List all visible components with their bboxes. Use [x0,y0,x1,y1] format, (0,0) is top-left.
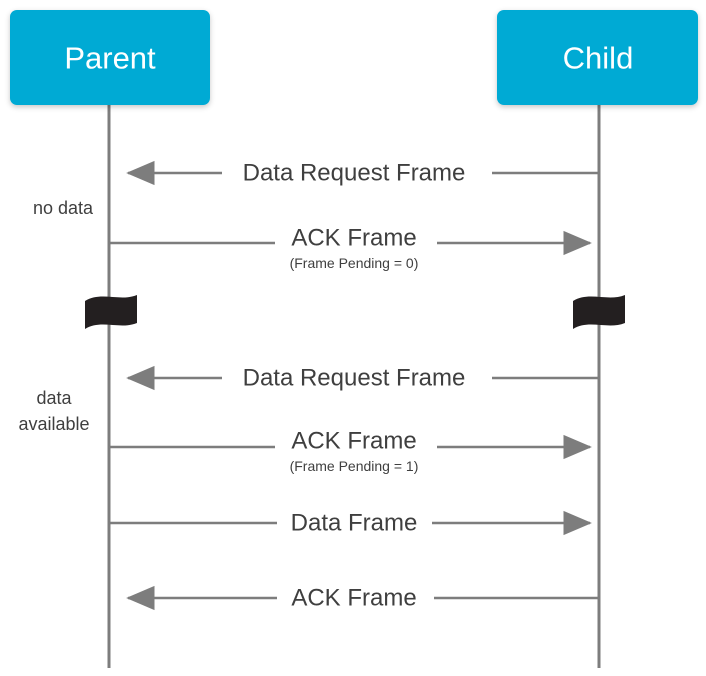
flag-break-icon [85,295,137,329]
actor-child[interactable]: Child [497,10,698,105]
message-5[interactable]: Data Frame [109,510,592,537]
message-4-sublabel: (Frame Pending = 1) [290,458,419,474]
break-child [573,295,625,329]
note-data-available-line-2: available [18,414,89,434]
flag-break-icon [573,295,625,329]
actor-child-box[interactable] [497,10,698,105]
message-6[interactable]: ACK Frame [126,585,599,612]
note-no-data-line-1: no data [33,198,94,218]
message-4-label: ACK Frame [291,428,416,455]
actor-child-label: Child [563,41,634,76]
actor-parent-label: Parent [64,41,156,76]
message-5-label: Data Frame [291,510,418,537]
message-2-label: ACK Frame [291,225,416,252]
message-2[interactable]: ACK Frame (Frame Pending = 0) [109,225,592,272]
message-4[interactable]: ACK Frame (Frame Pending = 1) [109,428,592,475]
note-data-available-line-1: data [36,388,72,408]
message-3[interactable]: Data Request Frame [126,365,599,392]
break-parent [85,295,137,329]
actor-parent-box[interactable] [10,10,210,105]
message-3-label: Data Request Frame [243,365,466,392]
lifelines [107,104,601,668]
message-1-label: Data Request Frame [243,160,466,187]
note-data-available: data available [18,388,89,434]
note-no-data: no data [33,198,94,218]
message-2-sublabel: (Frame Pending = 0) [290,255,419,271]
actor-parent[interactable]: Parent [10,10,210,105]
message-1[interactable]: Data Request Frame [126,160,599,187]
message-6-label: ACK Frame [291,585,416,612]
